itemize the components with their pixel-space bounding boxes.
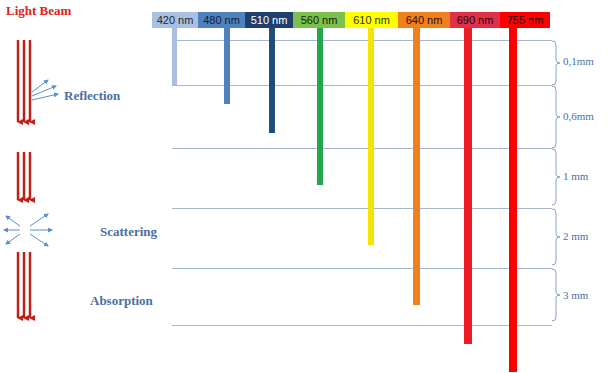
wavelength-label: 510 nm	[251, 14, 288, 26]
wavelength-box: 610 nm	[345, 12, 398, 28]
wavelength-label: 420 nm	[157, 14, 194, 26]
wavelength-label: 480 nm	[203, 14, 240, 26]
wavelength-label: 755 nm	[507, 14, 544, 26]
process-label: Scattering	[100, 224, 157, 240]
depth-label: 2 mm	[563, 230, 588, 242]
wavelength-label: 640 nm	[406, 14, 443, 26]
depth-brackets	[552, 41, 560, 321]
penetration-bars	[172, 28, 517, 372]
depth-label: 3 mm	[563, 289, 588, 301]
process-label: Absorption	[90, 293, 153, 309]
wavelength-box: 690 nm	[450, 12, 500, 28]
scattered-rays	[4, 214, 52, 246]
light-beam-rays	[18, 40, 30, 318]
wavelength-box: 640 nm	[398, 12, 450, 28]
depth-label: 1 mm	[563, 170, 588, 182]
wavelength-box: 510 nm	[245, 12, 293, 28]
wavelength-box: 480 nm	[198, 12, 245, 28]
depth-label: 0,6mm	[563, 110, 594, 122]
wavelength-box: 420 nm	[152, 12, 198, 28]
wavelength-label: 610 nm	[353, 14, 390, 26]
wavelength-box: 560 nm	[293, 12, 345, 28]
wavelength-label: 690 nm	[457, 14, 494, 26]
reflected-rays	[32, 80, 58, 100]
wavelength-box: 755 nm	[500, 12, 550, 28]
process-label: Reflection	[64, 88, 120, 104]
wavelength-label: 560 nm	[301, 14, 338, 26]
depth-label: 0,1mm	[563, 55, 594, 67]
title-label: Light Beam	[6, 3, 71, 19]
